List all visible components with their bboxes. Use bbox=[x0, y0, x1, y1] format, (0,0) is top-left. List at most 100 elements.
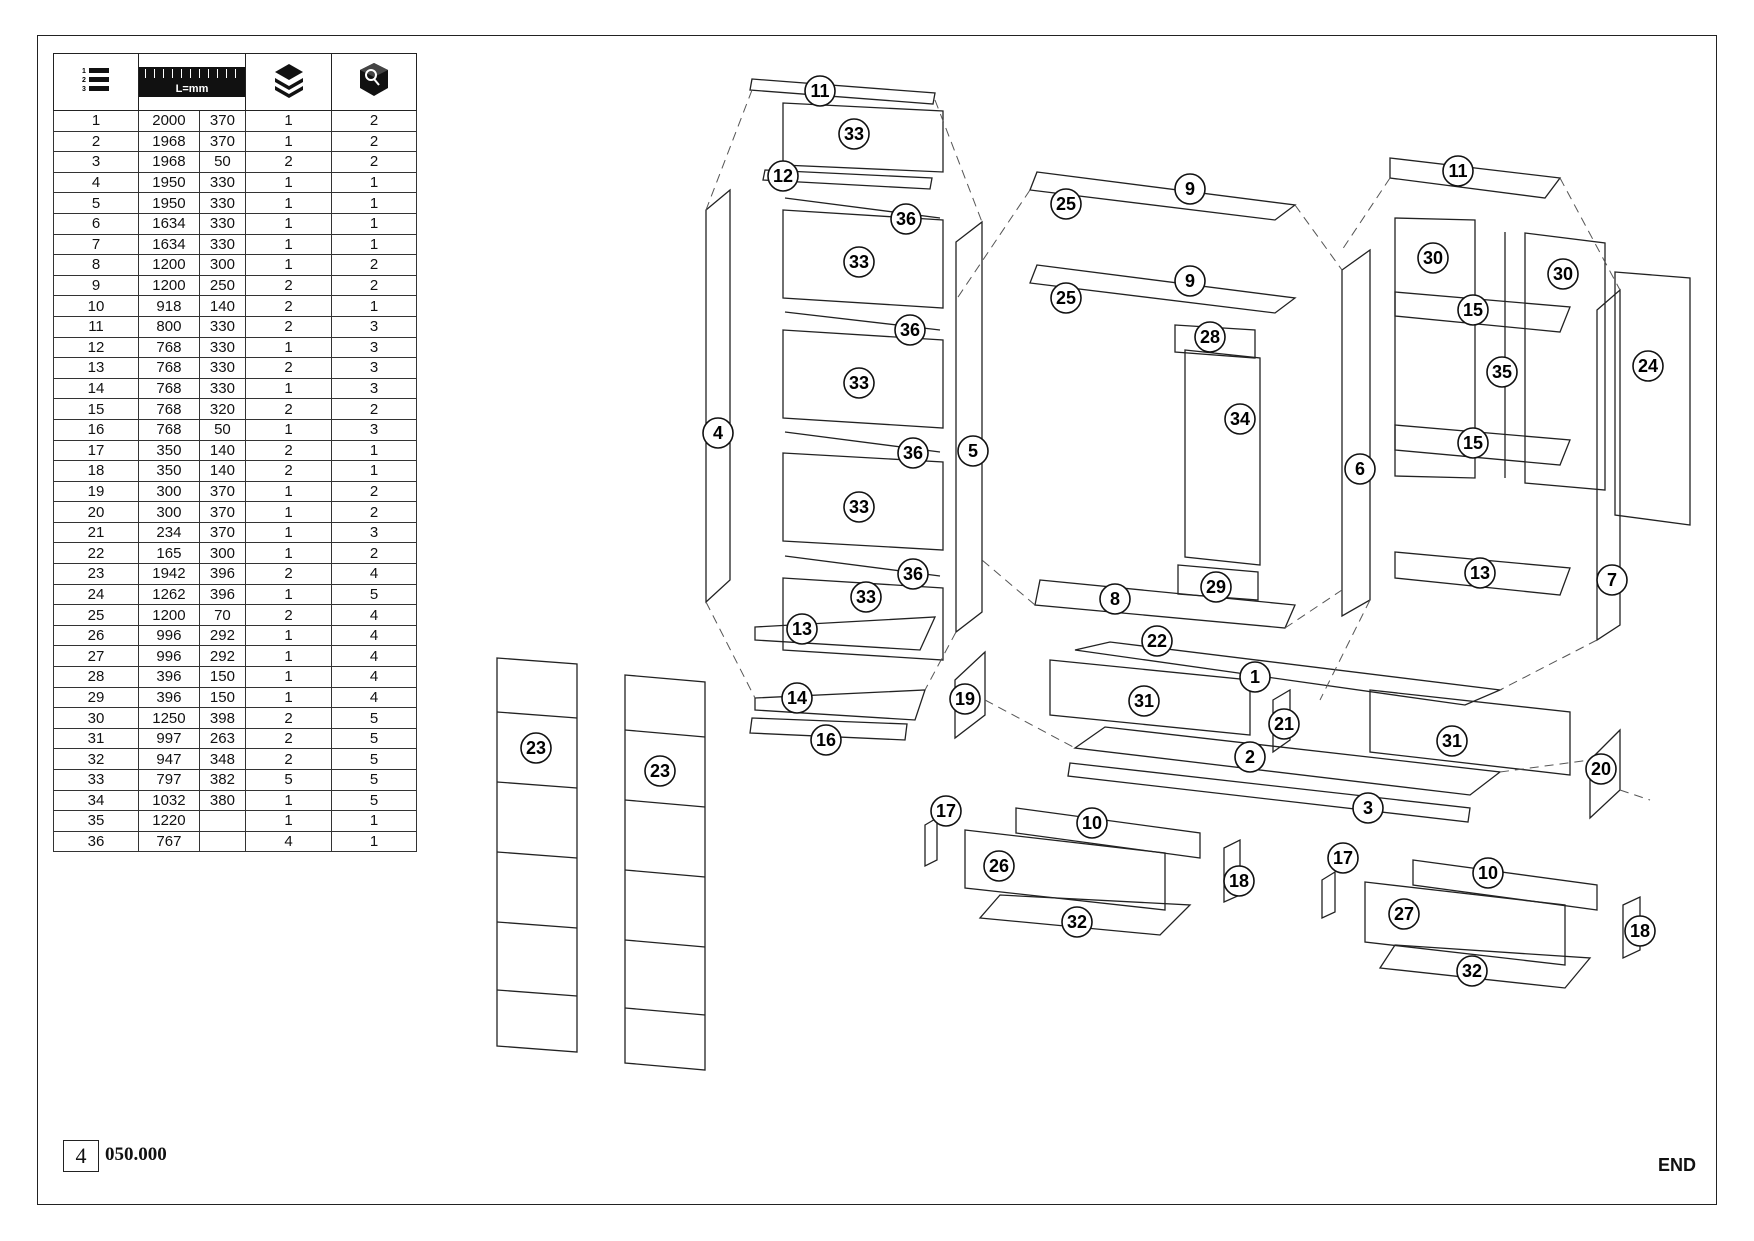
callout-label: 33 bbox=[849, 373, 869, 393]
package-number-cell: 1 bbox=[331, 830, 417, 853]
callout-label: 11 bbox=[810, 81, 829, 101]
callout-circle bbox=[1472, 857, 1504, 889]
callout-label: 30 bbox=[1553, 264, 1573, 284]
callout-circle bbox=[1352, 792, 1384, 824]
page-border bbox=[37, 35, 1717, 1205]
callout-label: 11 bbox=[1448, 161, 1467, 181]
callout-circle bbox=[1547, 258, 1579, 290]
callout-circle bbox=[1327, 842, 1359, 874]
length-mm-cell: 396 bbox=[138, 666, 200, 688]
panel-12 bbox=[762, 169, 933, 190]
callout-label: 36 bbox=[900, 320, 920, 340]
page-number: 4 bbox=[63, 1140, 99, 1172]
length-mm-cell: 2000 bbox=[138, 110, 200, 132]
callout-label: 23 bbox=[526, 738, 546, 758]
length-mm-cell: 1220 bbox=[138, 810, 200, 832]
callout-label: 22 bbox=[1147, 631, 1167, 651]
callout-circle bbox=[1344, 453, 1376, 485]
callout-circle bbox=[957, 435, 989, 467]
callout-label: 17 bbox=[1333, 848, 1353, 868]
callout-circle bbox=[1388, 898, 1420, 930]
callout-circle bbox=[786, 613, 818, 645]
callout-circle bbox=[1099, 583, 1131, 615]
panel-5 bbox=[955, 220, 983, 634]
callout-label: 33 bbox=[849, 252, 869, 272]
callout-label: 34 bbox=[1230, 409, 1250, 429]
part-callouts: 1234567899101011111213131415151617171818… bbox=[520, 75, 1664, 987]
panel-30-right bbox=[1524, 232, 1606, 491]
part-number-cell: 17 bbox=[53, 439, 139, 462]
length-mm-cell: 768 bbox=[138, 357, 200, 379]
callout-circle bbox=[843, 367, 875, 399]
part-number-cell: 12 bbox=[53, 336, 139, 359]
width-mm-cell: 263 bbox=[198, 727, 247, 750]
callout-label: 9 bbox=[1185, 271, 1195, 291]
callout-circle bbox=[1234, 741, 1266, 773]
callout-label: 23 bbox=[650, 761, 670, 781]
panel-14 bbox=[754, 689, 926, 721]
part-number-cell: 13 bbox=[53, 357, 139, 379]
part-number-cell: 32 bbox=[53, 748, 139, 770]
callout-label: 14 bbox=[787, 688, 807, 708]
panel-7 bbox=[1596, 288, 1621, 642]
panel-29 bbox=[1177, 564, 1259, 601]
callout-circle bbox=[804, 75, 836, 107]
callout-circle bbox=[781, 682, 813, 714]
assembly-guide-lines bbox=[705, 89, 1651, 801]
callout-circle bbox=[897, 437, 929, 469]
part-number-cell: 18 bbox=[53, 460, 139, 482]
callout-label: 6 bbox=[1355, 459, 1365, 479]
callout-circle bbox=[1200, 571, 1232, 603]
length-mm-cell: 996 bbox=[138, 624, 200, 647]
length-mm-cell: 768 bbox=[138, 336, 200, 359]
callout-label: 33 bbox=[844, 124, 864, 144]
length-mm-cell: 918 bbox=[138, 295, 200, 317]
callout-circle bbox=[1050, 282, 1082, 314]
callout-label: 24 bbox=[1638, 356, 1658, 376]
width-mm-cell: 140 bbox=[198, 295, 247, 317]
panel-31-right bbox=[1369, 689, 1571, 776]
panel-24 bbox=[1614, 271, 1691, 526]
callout-circle bbox=[897, 558, 929, 590]
callout-circle bbox=[843, 246, 875, 278]
callout-circle bbox=[1174, 173, 1206, 205]
panel-9-mid bbox=[1029, 264, 1297, 314]
callout-label: 15 bbox=[1463, 300, 1483, 320]
package-icon bbox=[360, 63, 388, 96]
document-code: 050.000 bbox=[105, 1144, 167, 1165]
callout-circle bbox=[1224, 403, 1256, 435]
callout-label: 36 bbox=[903, 564, 923, 584]
panel-23-b bbox=[624, 674, 706, 1071]
width-mm-cell: 370 bbox=[198, 110, 247, 132]
width-mm-cell: 380 bbox=[198, 789, 247, 812]
callout-circle bbox=[1624, 915, 1656, 947]
part-number-cell: 23 bbox=[53, 563, 139, 585]
callout-label: 21 bbox=[1274, 714, 1294, 734]
callout-label: 10 bbox=[1082, 813, 1102, 833]
callout-circle bbox=[1464, 557, 1496, 589]
callout-circle bbox=[1223, 865, 1255, 897]
callout-label: 32 bbox=[1462, 961, 1482, 981]
part-number-header: 1 2 3 bbox=[53, 53, 139, 111]
width-mm-cell bbox=[198, 830, 247, 853]
callout-label: 18 bbox=[1630, 921, 1650, 941]
width-mm-cell: 370 bbox=[198, 130, 247, 153]
panel-3 bbox=[1067, 762, 1471, 823]
width-mm-cell: 370 bbox=[198, 480, 247, 503]
callout-label: 4 bbox=[713, 423, 723, 443]
length-mm-cell: 947 bbox=[138, 748, 200, 770]
part-number-cell: 21 bbox=[53, 521, 139, 544]
callout-circle bbox=[890, 203, 922, 235]
callout-label: 25 bbox=[1056, 288, 1076, 308]
part-number-cell: 11 bbox=[53, 315, 139, 338]
callout-label: 31 bbox=[1134, 691, 1154, 711]
numbered-list-icon: 1 2 3 bbox=[82, 68, 109, 93]
